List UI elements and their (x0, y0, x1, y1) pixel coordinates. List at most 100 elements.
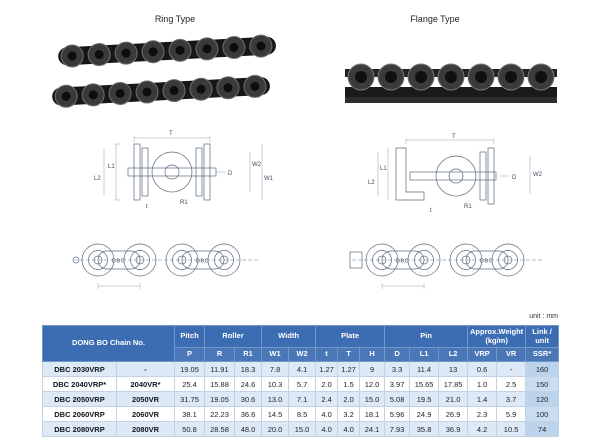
dim-label-L2-ring: L2 (94, 176, 101, 182)
dim-label-W2-flange: W2 (533, 172, 543, 178)
subcol-h: H (359, 347, 386, 363)
cell: 7.93 (384, 421, 411, 438)
dim-label-t-flange: t (430, 208, 432, 214)
table-row: DBC 2060VRP 2060VR 38.1 22.23 36.6 14.5 … (42, 406, 560, 423)
dim-label-W2-ring: W2 (252, 162, 262, 168)
dim-label-D-ring: D (228, 171, 233, 177)
cell: 1.27 (337, 361, 361, 378)
col-header-width: Width (261, 324, 317, 349)
cell-chain-no: DBC 2030VRP (42, 361, 117, 378)
cell-chain-no-alt: 2080VR (115, 421, 176, 438)
cell: 4.0 (315, 421, 339, 438)
cell: 1.27 (315, 361, 339, 378)
cell: 4.0 (315, 406, 339, 423)
cell: 2.3 (467, 406, 498, 423)
dim-label-R1-ring: R1 (180, 200, 188, 206)
cell: 30.6 (234, 391, 263, 408)
subcol-p: P (174, 347, 206, 363)
cell: 17.85 (438, 376, 469, 393)
cell: 26.9 (438, 406, 469, 423)
dim-label-T-ring: T (169, 131, 173, 137)
cell: 10.3 (261, 376, 290, 393)
dim-label-R1-flange: R1 (464, 204, 472, 210)
cell: 18.1 (359, 406, 386, 423)
cell: 24.9 (409, 406, 440, 423)
cell: 11.91 (204, 361, 236, 378)
subcol-l1: L1 (409, 347, 440, 363)
cell: - (496, 361, 527, 378)
col-header-chain-no: DONG BO Chain No. (41, 324, 176, 363)
cell: 15.0 (359, 391, 386, 408)
col-header-weight: Approx.Weight (kg/m) (467, 324, 527, 349)
subcol-w2: W2 (288, 347, 317, 363)
dim-label-L1-flange: L1 (380, 166, 387, 172)
cell: 50.8 (174, 421, 206, 438)
cell: 35.8 (409, 421, 440, 438)
subcol-r1: R1 (234, 347, 263, 363)
cell-chain-no: DBC 2040VRP* (42, 376, 117, 393)
cell-link-unit: 150 (525, 376, 560, 393)
cell: 3.97 (384, 376, 411, 393)
col-header-pin: Pin (384, 324, 469, 349)
cell: 31.75 (174, 391, 206, 408)
cell: 19.05 (174, 361, 206, 378)
cell: 2.4 (315, 391, 339, 408)
spec-table-container: DONG BO Chain No. Pitch Roller Width Pla… (41, 324, 560, 438)
cell: 5.96 (384, 406, 411, 423)
col-header-weight-line2: (kg/m) (485, 335, 508, 345)
cell: 0.6 (467, 361, 498, 378)
cell: 36.9 (438, 421, 469, 438)
cell: 2.5 (496, 376, 527, 393)
cell-link-unit: 100 (525, 406, 560, 423)
cell: 28.58 (204, 421, 236, 438)
subcol-w1: W1 (261, 347, 290, 363)
table-row: DBC 2050VRP 2050VR 31.75 19.05 30.6 13.0… (42, 391, 560, 408)
plate-mark-dbc-flange-1: DBC (396, 259, 409, 265)
cell: 13.0 (261, 391, 290, 408)
cell: 2.0 (337, 391, 361, 408)
cell: 13 (438, 361, 469, 378)
cell-chain-no: DBC 2080VRP (42, 421, 117, 438)
flange-type-label: Flange Type (410, 14, 460, 24)
subcol-vrp: VRP (467, 347, 498, 363)
dim-label-L1-ring: L1 (108, 164, 115, 170)
cell-chain-no: DBC 2050VRP (42, 391, 117, 408)
cell: 48.0 (234, 421, 263, 438)
cell: 5.08 (384, 391, 411, 408)
subcol-d: D (384, 347, 411, 363)
subcol-t-cap: T (337, 347, 361, 363)
cell-link-unit: 160 (525, 361, 560, 378)
cell: 22.23 (204, 406, 236, 423)
cell-link-unit: 120 (525, 391, 560, 408)
cell: 15.65 (409, 376, 440, 393)
col-header-link: Link / unit (525, 324, 560, 349)
cell-link-unit: 74 (525, 421, 560, 438)
subcol-t-small: t (315, 347, 339, 363)
cell: 19.05 (204, 391, 236, 408)
col-header-weight-line1: Approx.Weight (469, 327, 524, 336)
subcol-r: R (204, 347, 236, 363)
cell: 10.5 (496, 421, 527, 438)
cell: 5.7 (288, 376, 317, 393)
cell: 3.2 (337, 406, 361, 423)
dim-label-t-ring: t (146, 204, 148, 210)
col-header-plate: Plate (315, 324, 386, 349)
cell: 21.0 (438, 391, 469, 408)
plate-mark-dbc-ring-2: DBC (196, 259, 209, 265)
table-row: DBC 2040VRP* 2040VR* 25.4 15.88 24.6 10.… (42, 376, 560, 393)
flange-type-photo (345, 63, 557, 103)
cell: 7.1 (288, 391, 317, 408)
ring-type-drawing: T L1 L2 D W2 W1 R1 t DBC DBC (72, 131, 274, 289)
dim-label-T-flange: T (452, 134, 456, 140)
header-row-groups: DONG BO Chain No. Pitch Roller Width Pla… (41, 324, 560, 363)
subcol-l2: L2 (438, 347, 469, 363)
cell-chain-no-alt: - (115, 361, 176, 378)
cell: 11.4 (409, 361, 440, 378)
cell: 19.5 (409, 391, 440, 408)
cell: 8.5 (288, 406, 317, 423)
dim-label-L2-flange: L2 (368, 180, 375, 186)
dim-label-D-flange: D (512, 175, 517, 181)
col-header-pitch: Pitch (174, 324, 206, 349)
cell: 38.1 (174, 406, 206, 423)
cell: 25.4 (174, 376, 206, 393)
